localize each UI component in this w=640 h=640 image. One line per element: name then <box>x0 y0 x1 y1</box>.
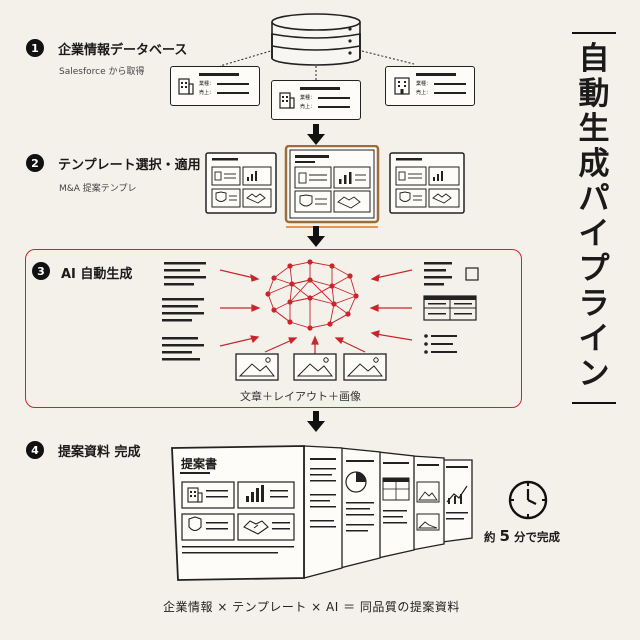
sales-label: 売上： <box>199 90 215 96</box>
text-block-icon <box>162 337 204 361</box>
vertical-title: 自 動 生 成 パ イ プ ラ イ ン <box>562 32 626 404</box>
shield-icon <box>188 516 202 532</box>
template-card-left <box>205 152 277 214</box>
chart-icon <box>246 485 264 502</box>
card-title-bar <box>300 87 340 90</box>
input-arrows <box>219 269 413 354</box>
vertical-title-char: パ <box>578 181 610 217</box>
database-icon <box>271 13 361 66</box>
ai-caption: 文章＋レイアウト＋画像 <box>240 390 361 403</box>
sales-label: 売上： <box>416 90 432 96</box>
vertical-title-char: 自 <box>578 41 610 77</box>
bullet-list-icon <box>424 334 457 354</box>
industry-label: 業種： <box>199 81 215 87</box>
image-icon <box>343 353 387 381</box>
sales-label: 売上： <box>300 104 316 110</box>
pie-chart-icon <box>345 471 367 493</box>
step-1-subtitle: Salesforce から取得 <box>59 67 145 77</box>
company-card-center: 業種： 売上： <box>271 80 361 120</box>
flow-arrow <box>307 411 325 432</box>
time-badge-number: 5 <box>499 527 510 545</box>
proposal-page <box>441 459 473 543</box>
document-icon <box>424 262 479 286</box>
step-4-number: 4 <box>26 441 44 459</box>
database-diagram <box>219 13 415 80</box>
card-title-bar <box>416 73 456 76</box>
database-connectors <box>219 49 415 80</box>
vertical-title-char: 成 <box>578 146 610 182</box>
vertical-title-char: イ <box>578 216 610 252</box>
proposal-front-page <box>171 445 305 581</box>
handshake-icon <box>243 520 269 535</box>
footer-summary: 企業情報 × テンプレート × AI ＝ 同品質の提案資料 <box>163 600 460 614</box>
time-badge: 約 5 分で完成 <box>484 527 560 545</box>
building-icon <box>394 77 410 95</box>
flow-arrow <box>307 226 325 247</box>
neural-network-nodes <box>265 259 359 331</box>
step-3-number: 3 <box>32 262 50 280</box>
proposal-document-stack <box>171 445 473 581</box>
vertical-title-char: ラ <box>578 286 610 322</box>
building-icon <box>279 92 295 109</box>
company-card-right: 業種： 売上： <box>385 66 475 106</box>
proposal-page <box>303 445 343 579</box>
step-2-title: テンプレート選択・適用 <box>58 158 201 173</box>
company-card-left: 業種： 売上： <box>170 66 260 106</box>
vertical-title-char: 生 <box>578 111 610 147</box>
card-title-bar <box>199 73 239 76</box>
industry-label: 業種： <box>416 81 432 87</box>
image-icon <box>293 353 337 381</box>
step-1-title: 企業情報データベース <box>58 43 188 58</box>
template-card-right <box>389 152 465 214</box>
text-block-icon <box>162 298 204 322</box>
step-3-title: AI 自動生成 <box>61 267 133 282</box>
neural-network-icon <box>267 261 357 329</box>
vertical-title-text: 自 動 生 成 パ イ プ ラ イ ン <box>574 42 614 392</box>
time-badge-prefix: 約 <box>484 530 496 544</box>
table-icon <box>423 295 477 321</box>
vertical-title-char: ン <box>578 356 610 392</box>
flow-arrow <box>307 124 325 145</box>
vertical-title-rule-bottom <box>572 402 616 404</box>
step-1-number: 1 <box>26 39 44 57</box>
table-icon <box>382 477 410 501</box>
step-2-number: 2 <box>26 154 44 172</box>
building-icon <box>187 487 203 503</box>
template-card-selected <box>284 145 380 228</box>
time-badge-suffix: 分で完成 <box>513 530 560 544</box>
step-4-title: 提案資料 完成 <box>58 445 141 460</box>
text-block-icon <box>164 262 206 286</box>
image-icon <box>235 353 279 381</box>
vertical-title-char: プ <box>578 251 610 287</box>
proposal-page <box>377 451 415 559</box>
proposal-page <box>339 447 381 569</box>
ai-diagram <box>162 259 479 381</box>
template-cards <box>205 145 465 228</box>
building-icon <box>178 78 194 95</box>
vertical-title-char: 動 <box>578 76 610 112</box>
industry-label: 業種： <box>300 95 316 101</box>
step-2-subtitle: M&A 提案テンプレ <box>59 184 137 194</box>
proposal-doc-title: 提案書 <box>181 457 218 471</box>
vertical-title-rule-top <box>572 32 616 34</box>
clock-icon <box>508 480 548 520</box>
ai-generation-panel <box>25 249 522 408</box>
vertical-title-char: イ <box>578 321 610 357</box>
proposal-page <box>411 455 445 551</box>
